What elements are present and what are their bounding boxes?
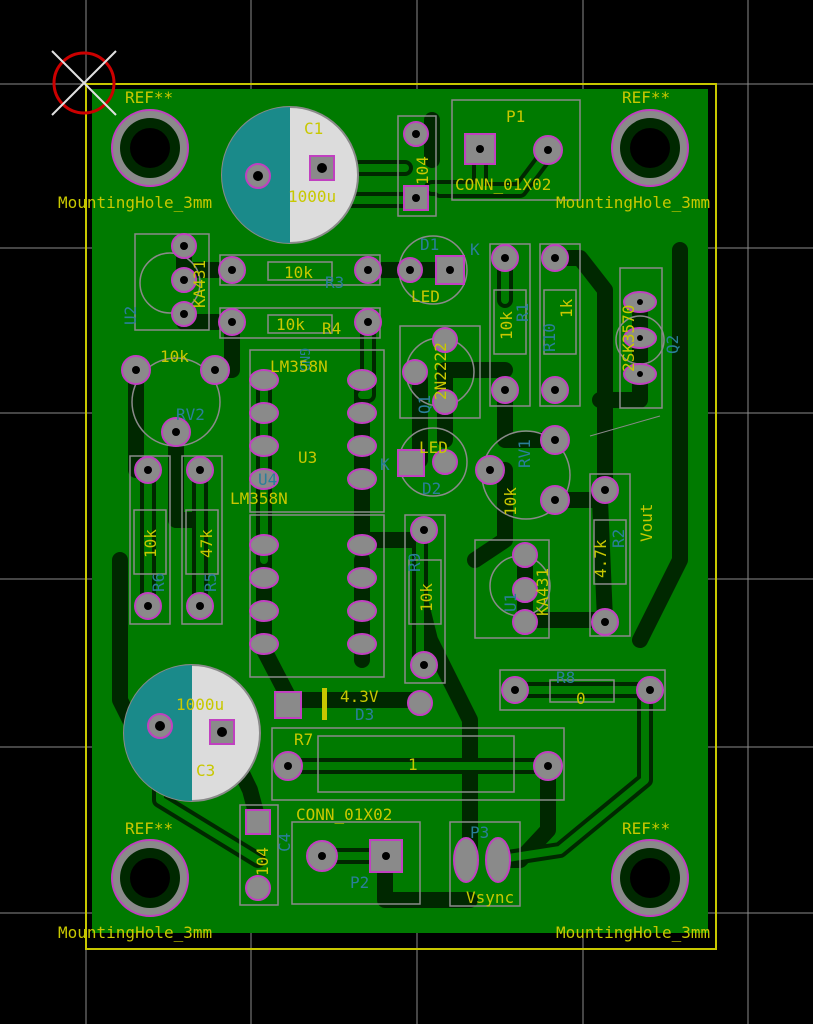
q1-value: 2N2222 <box>431 342 450 400</box>
r10-ref: R10 <box>540 323 559 352</box>
r6-value: 10k <box>141 529 160 558</box>
rv1-value: 10k <box>501 487 520 516</box>
d3-ref: D3 <box>355 705 374 724</box>
r5-value: 47k <box>197 529 216 558</box>
mounting-hole-br <box>611 839 689 917</box>
p3-ref: P3 <box>470 823 489 842</box>
d3-cathode-mark <box>322 688 327 720</box>
board-outline <box>85 83 717 950</box>
r8-value: 0 <box>576 689 586 708</box>
u2-body <box>139 252 201 314</box>
gnd-label: GND <box>296 348 311 372</box>
r4-value: 10k <box>276 315 305 334</box>
p3-value: Vsync <box>466 888 514 907</box>
r2-value: 4.7k <box>591 539 610 578</box>
r9-ref: R9 <box>405 553 424 572</box>
mounting-hole-tr <box>611 109 689 187</box>
mounting-holes <box>111 109 689 917</box>
r3-value: 10k <box>284 263 313 282</box>
d2-value: LED <box>419 438 448 457</box>
vout-label: Vout <box>637 503 656 542</box>
r10-value: 1k <box>557 298 576 318</box>
mounting-hole-label: MountingHole_3mm <box>556 193 710 212</box>
fab-outlines <box>129 99 666 907</box>
k-label: K <box>380 455 390 474</box>
rv2-value: 10k <box>160 347 189 366</box>
c4-ref: C4 <box>275 833 294 852</box>
r9-value: 10k <box>417 583 436 612</box>
c4-value: 104 <box>253 847 272 876</box>
pads <box>121 121 664 901</box>
mounting-hole-label: MountingHole_3mm <box>58 193 212 212</box>
capacitor-c3 <box>123 664 261 802</box>
u4-value: LM358N <box>230 489 288 508</box>
d1-ref: D1 <box>420 235 439 254</box>
d1-value: LED <box>411 287 440 306</box>
r7-ref: R7 <box>294 730 313 749</box>
mounting-hole-bl <box>111 839 189 917</box>
d2-ref: D2 <box>422 479 441 498</box>
p1-value: CONN_01X02 <box>455 175 551 194</box>
c3-ref: C3 <box>196 761 215 780</box>
p1-ref: P1 <box>506 107 525 126</box>
r6-ref: R6 <box>149 573 168 592</box>
rv1-ref: RV1 <box>515 439 534 468</box>
q2-value: 2SK3570 <box>619 305 638 372</box>
d3-value: 4.3V <box>340 687 379 706</box>
ref-label: REF** <box>622 819 670 838</box>
r1-ref: R1 <box>513 303 532 322</box>
c1-ref: C1 <box>304 119 323 138</box>
c1-value: 1000u <box>288 187 336 206</box>
u3-ref: U3 <box>298 448 317 467</box>
q2-ref: Q2 <box>663 335 682 354</box>
u1-value: KA431 <box>533 568 552 616</box>
c2-value: 104 <box>413 156 432 185</box>
u4-ref: U4 <box>258 470 277 489</box>
origin-marker <box>51 50 117 116</box>
u1-ref: U1 <box>501 593 520 612</box>
mounting-hole-label: MountingHole_3mm <box>556 923 710 942</box>
silkscreen-labels: REF** REF** REF** REF** MountingHole_3mm… <box>58 88 710 942</box>
mounting-hole-tl <box>111 109 189 187</box>
r2-ref: R2 <box>609 529 628 548</box>
capacitor-c1 <box>221 106 359 244</box>
ref-label: REF** <box>125 819 173 838</box>
r5-ref: R5 <box>201 573 220 592</box>
resistor-bodies <box>133 261 627 793</box>
p2-ref: P2 <box>350 873 369 892</box>
c3-value: 1000u <box>176 695 224 714</box>
ref-label: REF** <box>622 88 670 107</box>
r1-value: 10k <box>497 311 516 340</box>
r8-ref: R8 <box>556 668 575 687</box>
r3-ref: R3 <box>325 273 344 292</box>
ref-label: REF** <box>125 88 173 107</box>
k-label: K <box>470 240 480 259</box>
mounting-hole-label: MountingHole_3mm <box>58 923 212 942</box>
q1-ref: Q1 <box>415 395 434 414</box>
u2-value: KA431 <box>190 260 209 308</box>
p2-value: CONN_01X02 <box>296 805 392 824</box>
u3-value: LM358N <box>270 357 328 376</box>
u2-ref: U2 <box>121 306 140 325</box>
rv2-ref: RV2 <box>176 405 205 424</box>
r7-value: 1 <box>408 755 418 774</box>
r4-ref: R4 <box>322 319 341 338</box>
